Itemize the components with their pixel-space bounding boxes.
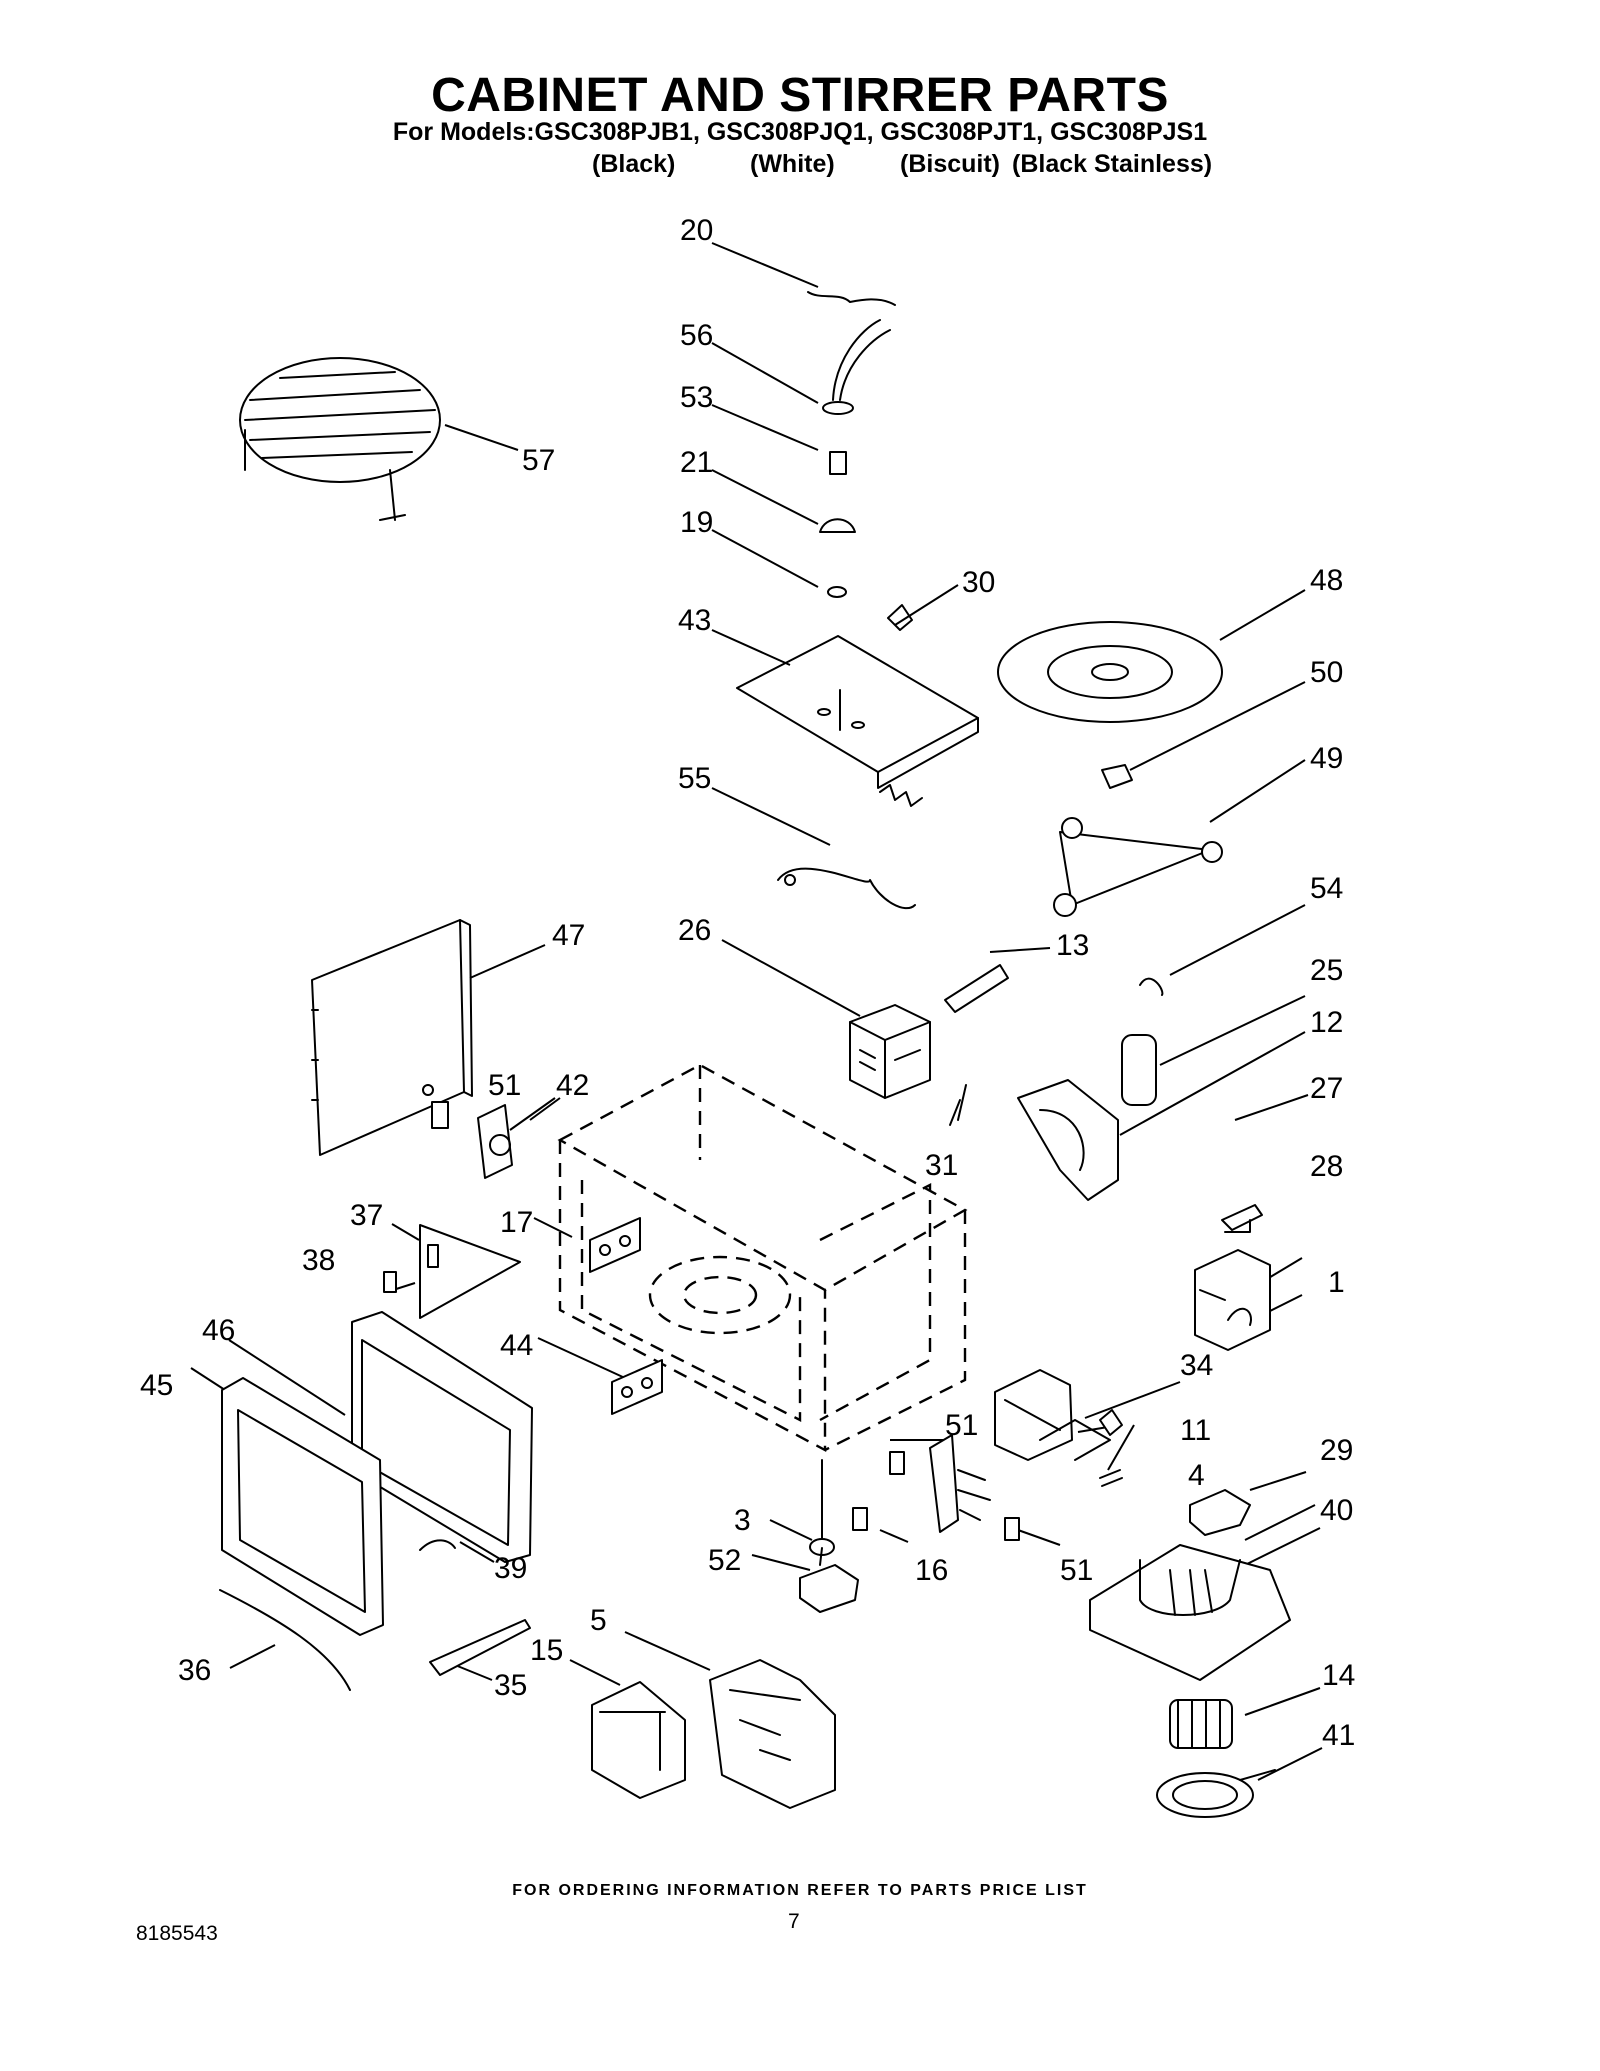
callout-49: 49 [1310,742,1343,775]
document-number: 8185543 [136,1922,218,1945]
ordering-footer: FOR ORDERING INFORMATION REFER TO PARTS … [512,1882,1088,1899]
callout-17: 17 [500,1206,533,1239]
callout-39: 39 [494,1552,527,1585]
variant-label-biscuit: (Biscuit) [900,150,1000,178]
callout-13: 13 [1056,929,1089,962]
callout-48: 48 [1310,564,1343,597]
callout-30: 30 [962,566,995,599]
callout-53: 53 [680,381,713,414]
callout-25: 25 [1310,954,1343,987]
callout-16: 16 [915,1554,948,1587]
callout-54: 54 [1310,872,1343,905]
callout-37: 37 [350,1199,383,1232]
callout-19: 19 [680,506,713,539]
rack-part [239,357,441,521]
callout-12: 12 [1310,1006,1343,1039]
duct-parts [591,1659,836,1809]
callout-36: 36 [178,1654,211,1687]
callout-21: 21 [680,446,713,479]
callout-11: 11 [1180,1414,1211,1447]
right-lower-parts [994,1249,1291,1818]
left-panel-parts [311,919,521,1319]
callout-41: 41 [1322,1719,1355,1752]
callout-5: 5 [590,1604,607,1637]
callout-51-upper-left: 51 [488,1069,521,1102]
callout-43: 43 [678,604,711,637]
callout-29: 29 [1320,1434,1353,1467]
callout-4: 4 [1188,1459,1205,1492]
leader-lines [190,242,1323,1781]
callout-45: 45 [140,1369,173,1402]
callout-28: 28 [1310,1150,1343,1183]
page-title: CABINET AND STIRRER PARTS [431,69,1169,122]
callout-55: 55 [678,762,711,795]
callout-42: 42 [556,1069,589,1102]
callout-3: 3 [734,1504,751,1537]
callout-35: 35 [494,1669,527,1702]
callout-50: 50 [1310,656,1343,689]
models-line: For Models:GSC308PJB1, GSC308PJQ1, GSC30… [392,118,1208,146]
variant-label-black-stainless: (Black Stainless) [1012,150,1213,178]
callout-52: 52 [708,1544,741,1577]
callout-46: 46 [202,1314,235,1347]
stirrer-parts [736,291,979,807]
callout-51-right: 51 [1060,1554,1093,1587]
callout-57: 57 [522,444,555,477]
callout-numbers: 20 56 53 21 19 57 30 43 48 50 55 49 47 2… [140,214,1355,1752]
variant-label-black: (Black) [592,150,676,178]
turntable-parts [777,621,1223,917]
callout-15: 15 [530,1634,563,1667]
callout-38: 38 [302,1244,335,1277]
callout-47: 47 [552,919,585,952]
page-number: 7 [788,1910,800,1933]
callout-27: 27 [1310,1072,1343,1105]
callout-56: 56 [680,319,713,352]
callout-34: 34 [1180,1349,1213,1382]
callout-1: 1 [1328,1266,1345,1299]
callout-26: 26 [678,914,711,947]
callout-31: 31 [925,1149,958,1182]
plates-17-44 [589,1217,663,1415]
variant-label-white: (White) [750,150,835,178]
transformer-and-terminal-parts [849,964,1263,1233]
oven-cavity-dashed [557,1063,968,1452]
callout-20: 20 [680,214,713,247]
callout-44: 44 [500,1329,533,1362]
callout-51-center: 51 [945,1409,978,1442]
door-parts [219,1311,533,1691]
callout-14: 14 [1322,1659,1355,1692]
lower-center-parts [799,1434,1020,1613]
callout-40: 40 [1320,1494,1353,1527]
